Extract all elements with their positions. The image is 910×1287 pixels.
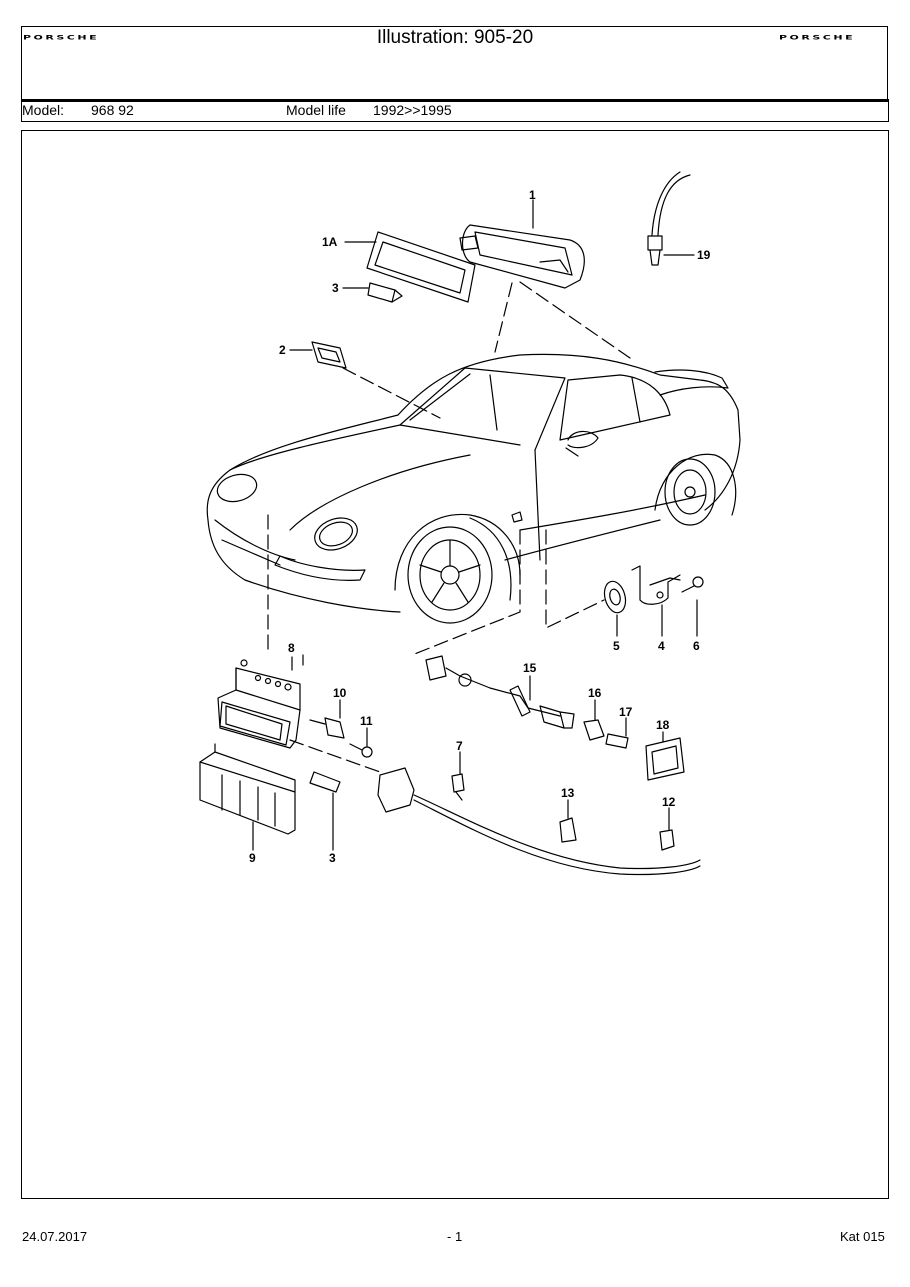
car-illustration <box>206 353 741 624</box>
callout-labels: 1 1A 3 2 19 8 10 11 9 3 7 15 16 17 18 13… <box>249 188 711 865</box>
callout-6: 6 <box>693 639 700 653</box>
part-17-bulb <box>605 717 629 749</box>
part-12-clip <box>659 807 675 851</box>
callout-18: 18 <box>656 718 670 732</box>
part-9-bracket <box>199 743 296 851</box>
footer-catalog: Kat 015 <box>840 1229 885 1244</box>
callout-9: 9 <box>249 851 256 865</box>
callout-2: 2 <box>279 343 286 357</box>
callout-5: 5 <box>613 639 620 653</box>
callout-12: 12 <box>662 795 676 809</box>
part-3-bulb-lower <box>309 771 341 851</box>
callout-15: 15 <box>523 661 537 675</box>
model-life-label: Model life <box>286 102 346 118</box>
part-18-lens <box>645 731 685 781</box>
model-value: 968 92 <box>91 102 134 118</box>
part-7-clip <box>451 751 465 801</box>
part-1a-lens-frame <box>344 231 476 303</box>
callout-7: 7 <box>456 739 463 753</box>
part-11-screw <box>349 727 373 758</box>
callout-17: 17 <box>619 705 633 719</box>
model-row: Model: 968 92 Model life 1992>>1995 <box>21 100 889 122</box>
illustration-title: Illustration: 905-20 <box>376 27 534 48</box>
porsche-logo-right: PORSCHE <box>779 34 856 42</box>
callout-11: 11 <box>360 714 373 728</box>
part-4-switch-bracket <box>631 565 681 637</box>
model-life-value: 1992>>1995 <box>373 102 452 118</box>
porsche-logo-left: PORSCHE <box>23 34 100 42</box>
callout-8: 8 <box>288 641 295 655</box>
callout-1a: 1A <box>322 235 338 249</box>
leader-lines <box>267 281 631 773</box>
header-rule <box>21 99 889 102</box>
callout-10: 10 <box>333 686 347 700</box>
illustration-frame <box>21 130 889 1199</box>
part-3-bulb-upper <box>342 282 403 303</box>
part-1-interior-light <box>459 199 585 289</box>
callout-4: 4 <box>658 639 665 653</box>
callout-3-lower: 3 <box>329 851 336 865</box>
callout-16: 16 <box>588 686 602 700</box>
callout-3-upper: 3 <box>332 281 339 295</box>
wiring-harness <box>377 767 701 876</box>
part-19-sensor <box>647 171 695 266</box>
callout-19: 19 <box>697 248 711 262</box>
part-8-control-unit <box>217 656 301 749</box>
callout-1: 1 <box>529 188 536 202</box>
footer-page-number: - 1 <box>447 1229 463 1244</box>
part-15-switch-cable <box>425 655 575 729</box>
part-16-socket <box>583 699 605 741</box>
part-13-clip <box>559 799 577 843</box>
callout-13: 13 <box>561 786 575 800</box>
part-10-socket <box>309 699 345 739</box>
part-5-grommet <box>603 580 627 637</box>
model-label: Model: <box>22 102 65 118</box>
footer-date: 24.07.2017 <box>22 1229 88 1244</box>
part-2-door-switch <box>289 341 347 369</box>
part-6-screw <box>681 576 704 637</box>
